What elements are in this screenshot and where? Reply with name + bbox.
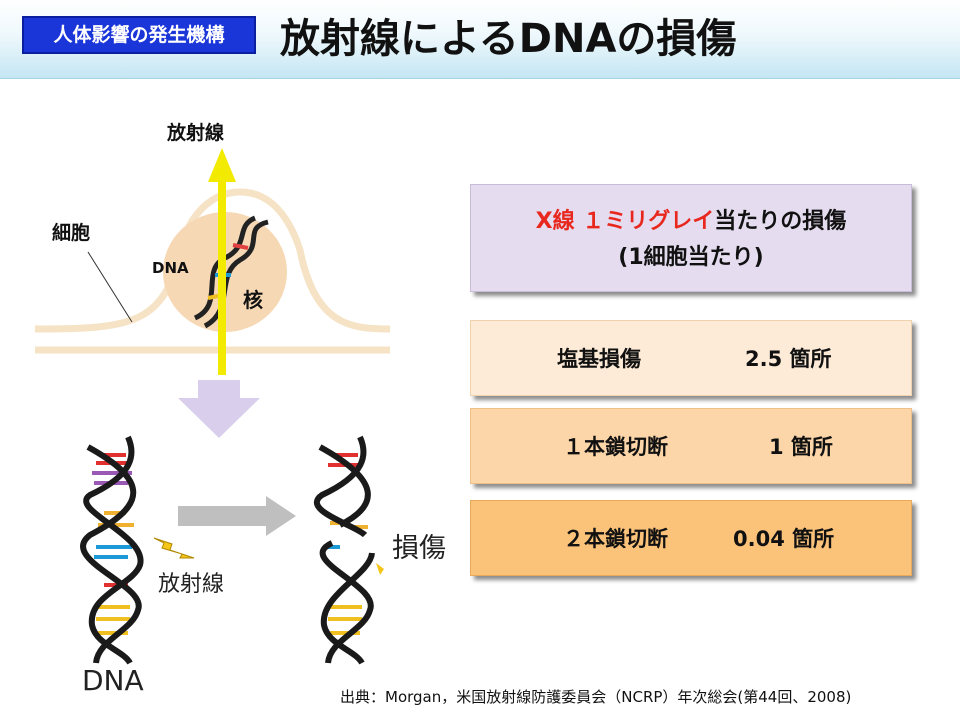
row-label: 塩基損傷 bbox=[557, 321, 641, 395]
nucleus-label: 核 bbox=[243, 284, 263, 313]
info-title-black: 当たりの損傷 bbox=[714, 209, 846, 234]
bottom-dna-label: DNA bbox=[82, 664, 144, 697]
header-bar: 人体影響の発生機構 放射線によるDNAの損傷 bbox=[0, 0, 960, 79]
page-title: 放射線によるDNAの損傷 bbox=[280, 4, 736, 74]
cell-diagram bbox=[20, 100, 420, 400]
info-title-line2: (1細胞当たり) bbox=[471, 239, 911, 271]
dna-label-small: DNA bbox=[152, 259, 189, 277]
info-title-red: X線 １ミリグレイ bbox=[536, 209, 715, 234]
row-value: 0.04 箇所 bbox=[733, 501, 834, 575]
row-label: １本鎖切断 bbox=[563, 409, 668, 483]
damage-label: 損傷 bbox=[392, 526, 446, 565]
damage-row-base: 塩基損傷 2.5 箇所 bbox=[470, 320, 912, 396]
source-citation: 出典：Morgan，米国放射線防護委員会（NCRP）年次総会(第44回、2008… bbox=[340, 686, 851, 707]
row-value: 1 箇所 bbox=[769, 409, 833, 483]
dna-helix-intact bbox=[78, 435, 158, 665]
down-arrow bbox=[160, 380, 280, 440]
lightning-bolt-icon bbox=[150, 530, 200, 565]
cell-label: 細胞 bbox=[52, 218, 90, 245]
radiation-arrow-head bbox=[208, 148, 236, 182]
dna-helix-damaged bbox=[310, 435, 400, 665]
damage-row-single-strand: １本鎖切断 1 箇所 bbox=[470, 408, 912, 484]
radiation-label: 放射線 bbox=[167, 118, 224, 145]
category-tag: 人体影響の発生機構 bbox=[22, 16, 256, 54]
row-value: 2.5 箇所 bbox=[745, 321, 832, 395]
info-title-box: X線 １ミリグレイ当たりの損傷 (1細胞当たり) bbox=[470, 184, 912, 292]
row-label: ２本鎖切断 bbox=[563, 501, 668, 575]
info-title-line1: X線 １ミリグレイ当たりの損傷 bbox=[471, 203, 911, 235]
cell-pointer-line bbox=[88, 252, 132, 322]
bottom-radiation-label: 放射線 bbox=[158, 566, 224, 598]
damage-row-double-strand: ２本鎖切断 0.04 箇所 bbox=[470, 500, 912, 576]
